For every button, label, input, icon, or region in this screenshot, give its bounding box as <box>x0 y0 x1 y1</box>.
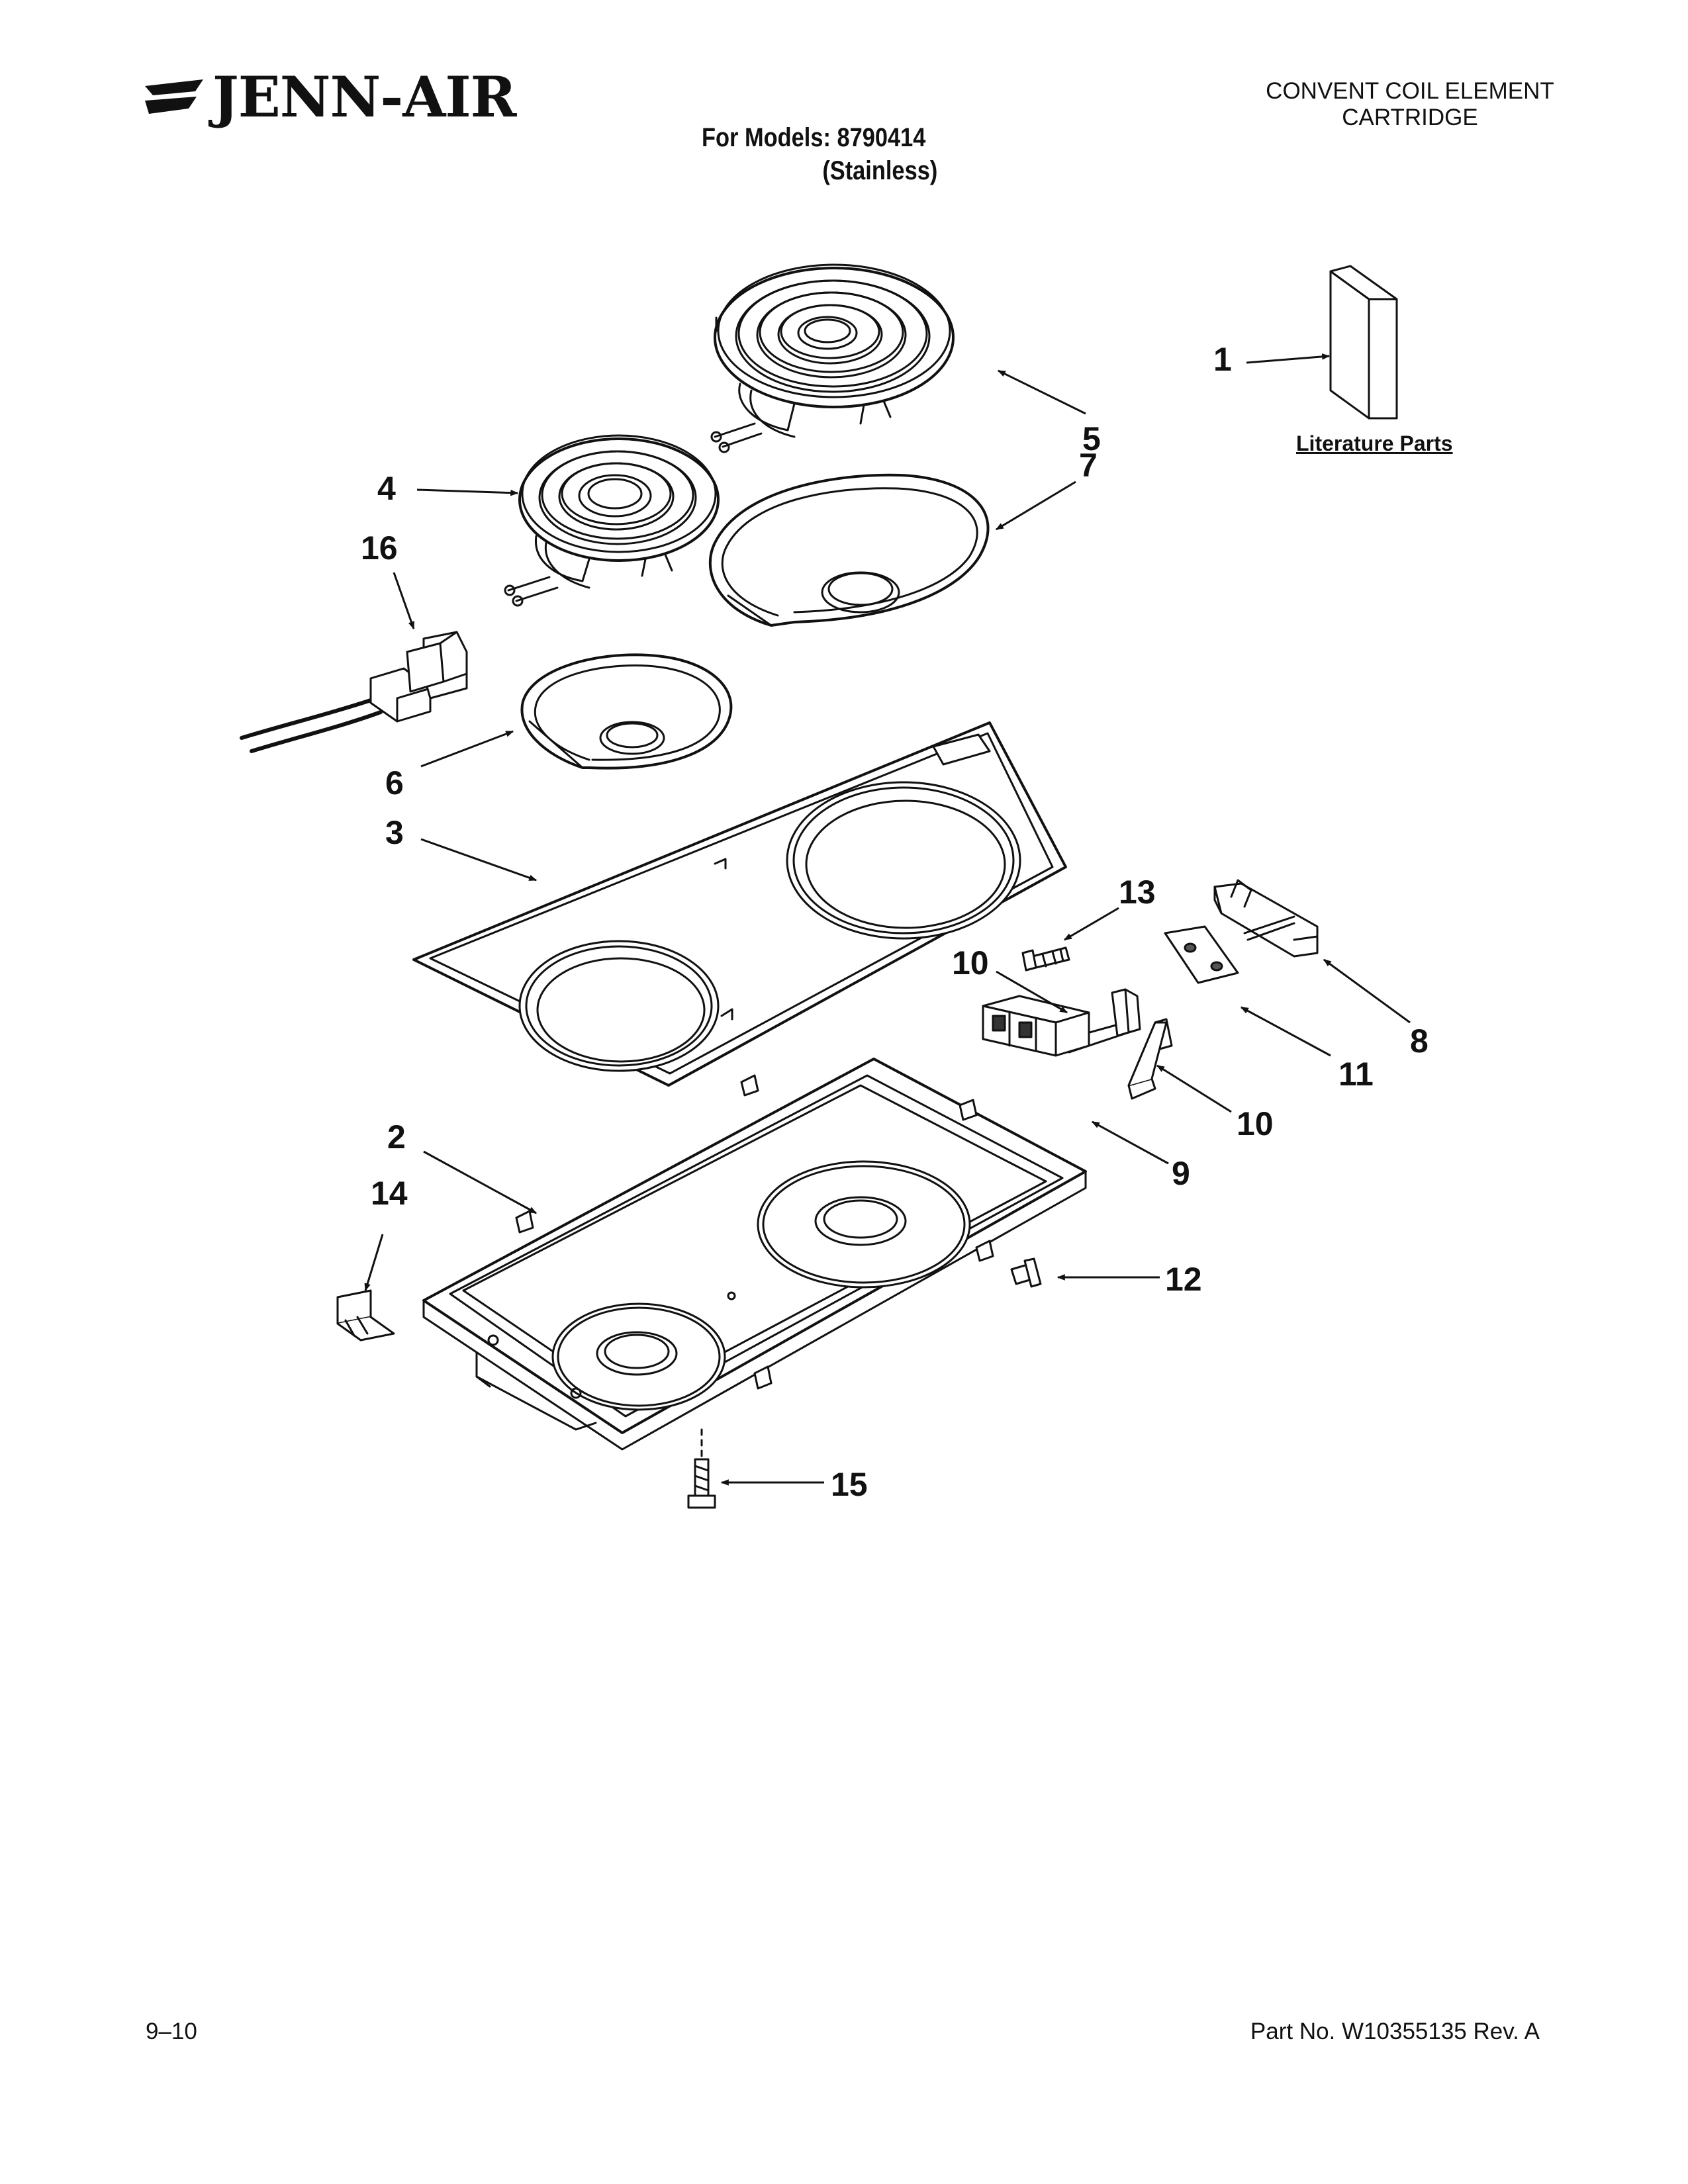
retaining-clip <box>336 1289 395 1342</box>
leader-8 <box>1323 958 1411 1024</box>
callout-16: 16 <box>361 529 398 567</box>
callout-6: 6 <box>385 764 404 801</box>
callout-15: 15 <box>831 1466 868 1503</box>
jenn-air-mark-icon <box>145 79 203 114</box>
leader-11 <box>1240 1006 1331 1057</box>
callout-4: 4 <box>377 470 396 507</box>
leader-10b <box>1156 1064 1232 1113</box>
section-title: CONVENT COIL ELEMENT CARTRIDGE <box>1192 78 1628 131</box>
callout-10a: 10 <box>952 944 989 981</box>
leader-5 <box>997 369 1086 415</box>
callout-labels: 1 5 7 4 16 6 3 13 10 8 11 10 9 2 14 12 1… <box>361 341 1429 1503</box>
leader-3 <box>420 838 538 882</box>
large-drip-bowl <box>709 473 990 627</box>
small-drip-bowl <box>520 653 733 770</box>
bracket-10b <box>1127 1018 1173 1100</box>
literature-booklet <box>1329 265 1398 420</box>
connector-block <box>982 995 1090 1057</box>
cartridge-pan <box>422 1058 1087 1451</box>
callout-2: 2 <box>387 1118 406 1156</box>
brand-logo: JENN-AIR <box>142 69 516 125</box>
leader-2 <box>423 1150 538 1214</box>
callout-12: 12 <box>1165 1261 1202 1298</box>
large-coil-element <box>710 263 955 453</box>
leader-14 <box>364 1234 384 1292</box>
part-number: Part No. W10355135 Rev. A <box>1250 2019 1540 2044</box>
models-heading: For Models: 8790414 (Stainless) <box>702 121 937 187</box>
leader-10a <box>996 970 1068 1014</box>
callout-10b: 10 <box>1237 1105 1274 1142</box>
cooktop-frame <box>412 721 1067 1087</box>
leader-4 <box>416 488 519 496</box>
screw-15 <box>687 1428 716 1509</box>
leader-1 <box>1246 353 1331 364</box>
leader-7 <box>995 480 1076 531</box>
switch-plate <box>1164 925 1239 984</box>
variant-line: (Stainless) <box>822 156 938 185</box>
leader-6 <box>420 730 514 768</box>
leader-13 <box>1063 907 1119 941</box>
small-coil-element <box>504 434 720 607</box>
callout-5: 5 <box>1082 420 1101 457</box>
screw-13 <box>1021 946 1070 972</box>
terminal-block-with-wires <box>240 631 468 753</box>
screw-12 <box>1010 1257 1042 1288</box>
callout-7: 7 <box>1079 447 1098 484</box>
literature-parts-label: Literature Parts <box>1296 432 1453 455</box>
section-title-line2: CARTRIDGE <box>1342 105 1478 130</box>
models-line: For Models: 8790414 <box>702 123 926 152</box>
callout-3: 3 <box>385 814 404 851</box>
callout-8: 8 <box>1410 1023 1429 1060</box>
leader-lines <box>364 353 1411 1486</box>
callout-13: 13 <box>1119 874 1156 911</box>
leader-9 <box>1091 1120 1169 1165</box>
brand-name: JENN-AIR <box>212 64 516 130</box>
callout-9: 9 <box>1172 1155 1190 1192</box>
callout-11: 11 <box>1338 1056 1374 1093</box>
revision-date: 9–10 <box>146 2019 197 2044</box>
callout-14: 14 <box>371 1175 408 1212</box>
callout-1: 1 <box>1213 341 1232 378</box>
section-title-line1: CONVENT COIL ELEMENT <box>1266 78 1554 104</box>
leader-16 <box>393 572 415 630</box>
switch-assembly <box>1213 879 1319 958</box>
